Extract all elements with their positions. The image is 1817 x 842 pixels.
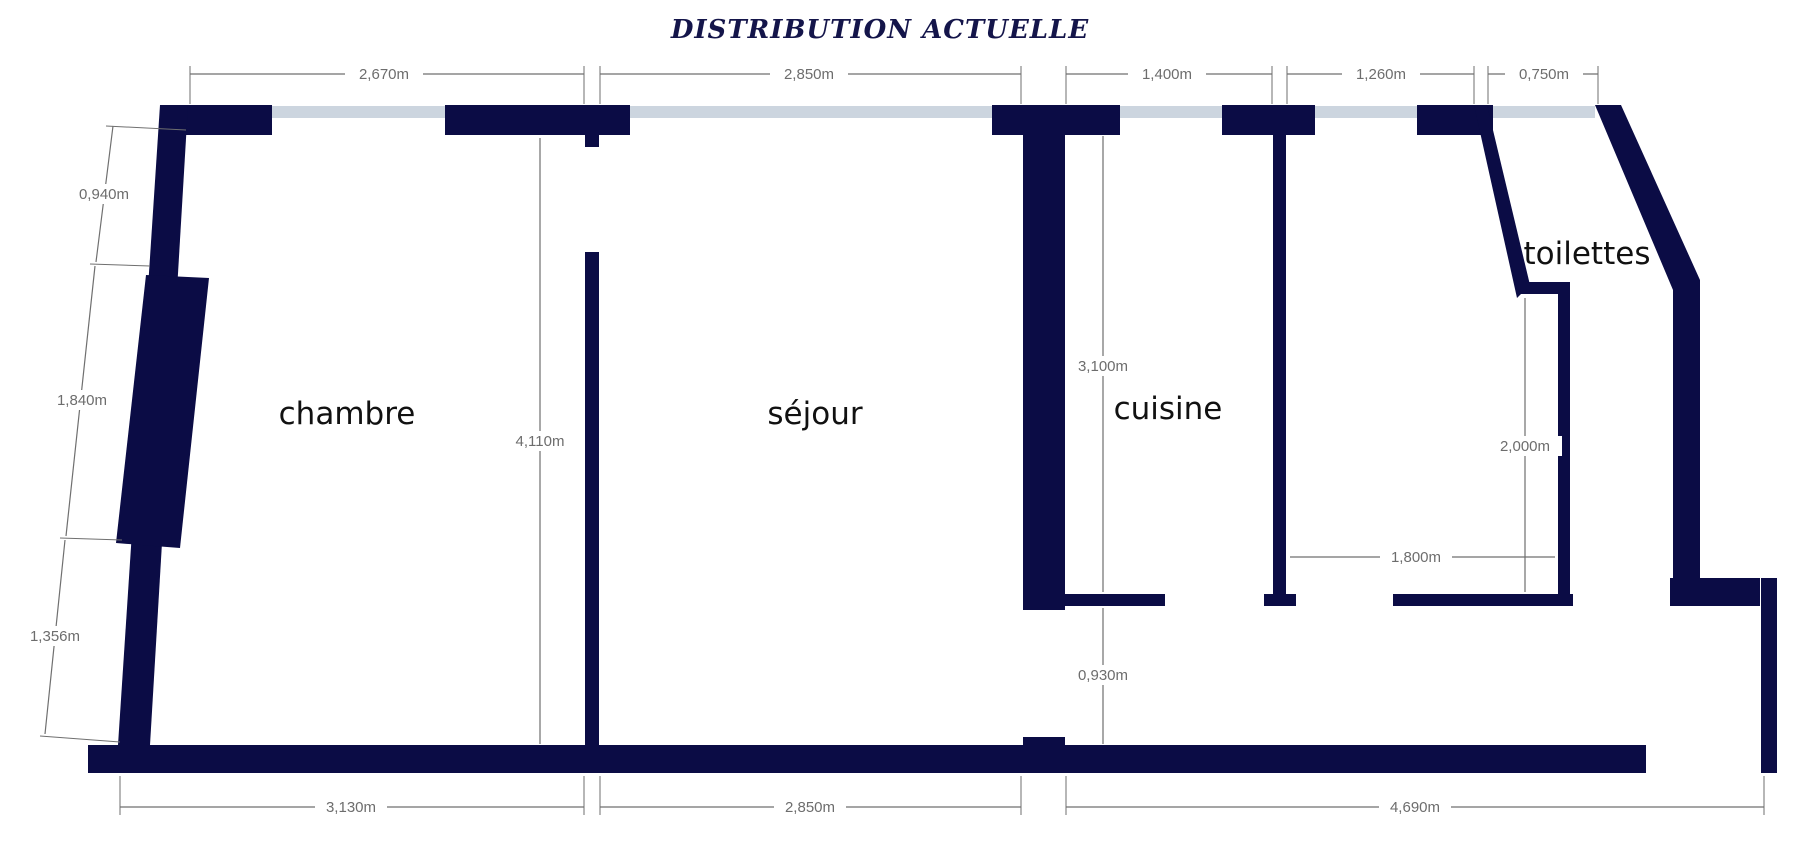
dim-label-bottom-right: 4,690m — [1390, 799, 1440, 816]
windows — [270, 106, 1595, 118]
wall-partition-chambre-sejour — [585, 252, 599, 745]
dim-label-toilettes-depth: 2,000m — [1500, 438, 1550, 455]
wall-top-stub — [585, 105, 599, 147]
plan-title: DISTRIBUTION ACTUELLE — [670, 15, 1089, 45]
dim-label-corridor-depth: 0,930m — [1078, 667, 1128, 684]
tick — [59, 537, 123, 541]
window-toilettes — [1493, 106, 1595, 118]
room-label-sejour: séjour — [767, 396, 862, 432]
wall-toilettes-top — [1518, 282, 1570, 294]
window-mid — [1315, 106, 1417, 118]
dim-label-top-chambre: 2,670m — [359, 66, 409, 83]
wall-right-step — [1670, 578, 1760, 606]
wall-cuisine-stub — [1065, 594, 1165, 606]
room-label-toilettes: toilettes — [1524, 236, 1651, 272]
wall-corridor — [1393, 594, 1573, 606]
wall-cuisine-right — [1273, 105, 1286, 600]
dim-label-bottom-chambre: 3,130m — [326, 799, 376, 816]
wall-top-4 — [1222, 105, 1315, 135]
wall-toilettes-right — [1558, 282, 1570, 606]
dim-label-left-bottom: 1,356m — [30, 628, 80, 645]
wall-bottom — [88, 745, 1646, 773]
tick — [39, 735, 121, 743]
tick — [89, 263, 151, 267]
dim-label-corridor-width: 1,800m — [1391, 549, 1441, 566]
tick — [105, 125, 187, 131]
wall-right-exterior — [1595, 105, 1700, 590]
wall-toilettes-diagonal — [1474, 105, 1530, 298]
dim-label-top-mid: 1,260m — [1356, 66, 1406, 83]
wall-right-end — [1761, 578, 1777, 773]
dim-label-top-cuisine: 1,400m — [1142, 66, 1192, 83]
wall-top-2 — [445, 105, 630, 135]
dim-label-chambre-depth: 4,110m — [516, 433, 565, 450]
window-sejour — [630, 106, 992, 118]
room-label-cuisine: cuisine — [1114, 391, 1223, 427]
walls — [88, 105, 1777, 773]
dim-label-top-toilettes: 0,750m — [1519, 66, 1569, 83]
dim-label-top-sejour: 2,850m — [784, 66, 834, 83]
room-labels: chambre séjour cuisine toilettes — [279, 236, 1651, 432]
dim-label-cuisine-depth: 3,100m — [1078, 358, 1128, 375]
window-cuisine — [1120, 106, 1222, 118]
dimension-labels: 2,670m 2,850m 1,400m 1,260m 0,750m 0,940… — [20, 64, 1583, 817]
room-label-chambre: chambre — [279, 396, 416, 432]
wall-bottom-post — [1023, 737, 1065, 773]
wall-left-block — [116, 275, 209, 548]
dim-label-left-mid: 1,840m — [57, 392, 107, 409]
wall-sejour-cuisine — [1023, 105, 1065, 610]
dim-label-left-top: 0,940m — [79, 186, 129, 203]
dim-label-bottom-sejour: 2,850m — [785, 799, 835, 816]
window-chambre — [270, 106, 446, 118]
wall-cuisine-right-foot — [1264, 594, 1296, 606]
